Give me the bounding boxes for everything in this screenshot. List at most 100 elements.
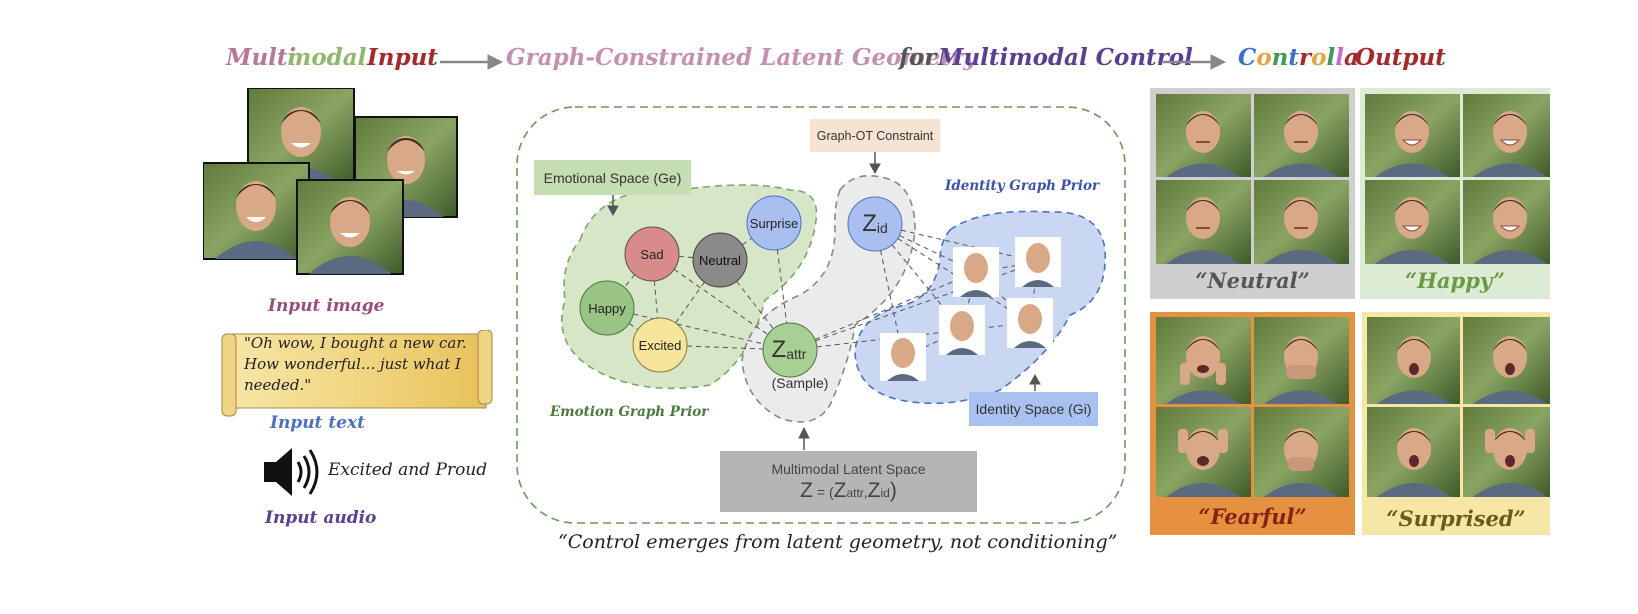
node-zattr [762, 322, 818, 378]
formula-z: Z [800, 478, 813, 502]
formula-id-sub: id [880, 485, 890, 500]
output-panel-surprised: “Surprised” [1362, 312, 1550, 535]
node-excited [632, 317, 688, 373]
identity-face-thumbnail [953, 247, 999, 297]
title-multimodal-control: Multimodal Control [938, 44, 1193, 71]
emotion-graph-prior-label: Emotion Graph Prior [550, 404, 709, 420]
node-happy-label: Happy [588, 300, 626, 316]
input-text-quote: "Oh wow, I bought a new car. How wonderf… [244, 334, 467, 394]
face-photo-icon [1463, 180, 1550, 264]
identity-face-thumbnail [1015, 237, 1061, 287]
node-happy [579, 280, 635, 336]
controlla-letter: l [1326, 44, 1336, 71]
node-sad [624, 226, 680, 282]
formula-attr-sub: attr [846, 485, 864, 500]
title-multi: Multi [226, 44, 297, 71]
node-surprise [746, 195, 802, 251]
input-photo-stack [203, 88, 458, 275]
outer-boundary [516, 106, 1126, 524]
face-photo-icon [1365, 94, 1460, 177]
title-for: for [899, 44, 937, 71]
speaker-icon [264, 448, 319, 496]
identity-face-thumbnail [880, 333, 926, 381]
face-photo-icon [1254, 180, 1349, 264]
latent-space-box: Multimodal Latent Space Z = (Zattr,Zid) [720, 451, 977, 512]
identity-face-thumbnail [1007, 298, 1053, 348]
face-photo-icon [1365, 180, 1460, 264]
face-photo-icon [1254, 317, 1349, 404]
face-photo-icon [1463, 317, 1550, 404]
face-photo-icon [1367, 317, 1460, 404]
input-text-label: Input text [270, 413, 365, 433]
controlla-letter: o [1311, 44, 1327, 71]
controlla-letter: C [1238, 44, 1257, 71]
title-input: Input [367, 44, 438, 71]
face-photo-icon [1156, 180, 1251, 264]
formula-id-z: Z [867, 478, 881, 502]
input-image-label: Input image [268, 296, 385, 316]
arrow-icon [798, 426, 810, 450]
face-grid-happy [1365, 94, 1550, 264]
title-arrows [440, 54, 1227, 70]
title-output: Output [1355, 44, 1446, 71]
face-photo-icon [1254, 407, 1349, 497]
controlla-letter: n [1271, 44, 1289, 71]
audio-caption: Excited and Proud [328, 460, 488, 480]
title-modal: modal [287, 44, 367, 71]
output-label-happy: “Happy” [1405, 268, 1505, 293]
output-label-fearful: “Fearful” [1198, 504, 1307, 529]
face-photo-icon [1156, 317, 1251, 404]
emotional-space-box: Emotional Space (Ge) [534, 160, 691, 195]
latent-geometry-diagram [516, 106, 1126, 524]
node-neutral [692, 232, 748, 288]
face-photo-icon [296, 179, 404, 275]
title-graph-constrained: Graph-Constrained Latent Geometry [506, 44, 977, 71]
formula-comma: , [863, 483, 868, 500]
output-label-surprised: “Surprised” [1386, 506, 1526, 531]
face-photo-icon [203, 162, 310, 260]
formula-close: ) [889, 478, 897, 502]
title-controlla: Controlla [1238, 44, 1359, 71]
latent-formula: Z = (Zattr,Zid) [800, 479, 897, 503]
diagram-title: Multi modal Input Graph-Constrained Late… [0, 44, 1638, 84]
input-audio-label: Input audio [265, 508, 377, 528]
node-sad-label: Sad [640, 246, 664, 262]
latent-space-title: Multimodal Latent Space [771, 460, 926, 477]
face-grid-surprised [1367, 317, 1550, 497]
node-neutral-label: Neutral [699, 252, 741, 268]
identity-space-box: Identity Space (Gi) [969, 392, 1098, 426]
sample-label: (Sample) [771, 375, 829, 391]
face-photo-icon [1156, 94, 1251, 177]
output-panel-happy: “Happy” [1360, 88, 1550, 299]
identity-graph-prior-label: Identity Graph Prior [945, 178, 1100, 194]
arrow-icon [440, 54, 504, 70]
node-zid [847, 196, 903, 252]
arrow-icon [1163, 54, 1227, 70]
output-panel-fearful: “Fearful” [1150, 312, 1355, 535]
face-photo-icon [1463, 407, 1550, 497]
face-grid-neutral [1156, 94, 1349, 264]
formula-attr-z: Z [833, 478, 847, 502]
controlla-letter: t [1288, 44, 1300, 71]
arrow-icon [869, 152, 881, 175]
output-panel-neutral: “Neutral” [1150, 88, 1355, 299]
output-label-neutral: “Neutral” [1195, 268, 1310, 293]
formula-eq: = ( [812, 483, 834, 500]
face-photo-icon [1463, 94, 1550, 177]
bottom-quote: “Control emerges from latent geometry, n… [558, 531, 1118, 553]
node-excited-label: Excited [638, 337, 682, 353]
face-photo-icon [1367, 407, 1460, 497]
arrow-icon [607, 195, 619, 217]
controlla-letter: o [1256, 44, 1272, 71]
node-surprise-label: Surprise [749, 215, 799, 231]
graph-ot-box: Graph-OT Constraint [810, 119, 940, 152]
scroll-icon [221, 330, 493, 417]
controlla-letter: l [1335, 44, 1344, 71]
face-photo-icon [1254, 94, 1349, 177]
face-photo-icon [1156, 407, 1251, 497]
face-grid-fearful [1156, 317, 1349, 497]
controlla-letter: a [1343, 44, 1359, 71]
arrow-icon [1029, 373, 1041, 391]
